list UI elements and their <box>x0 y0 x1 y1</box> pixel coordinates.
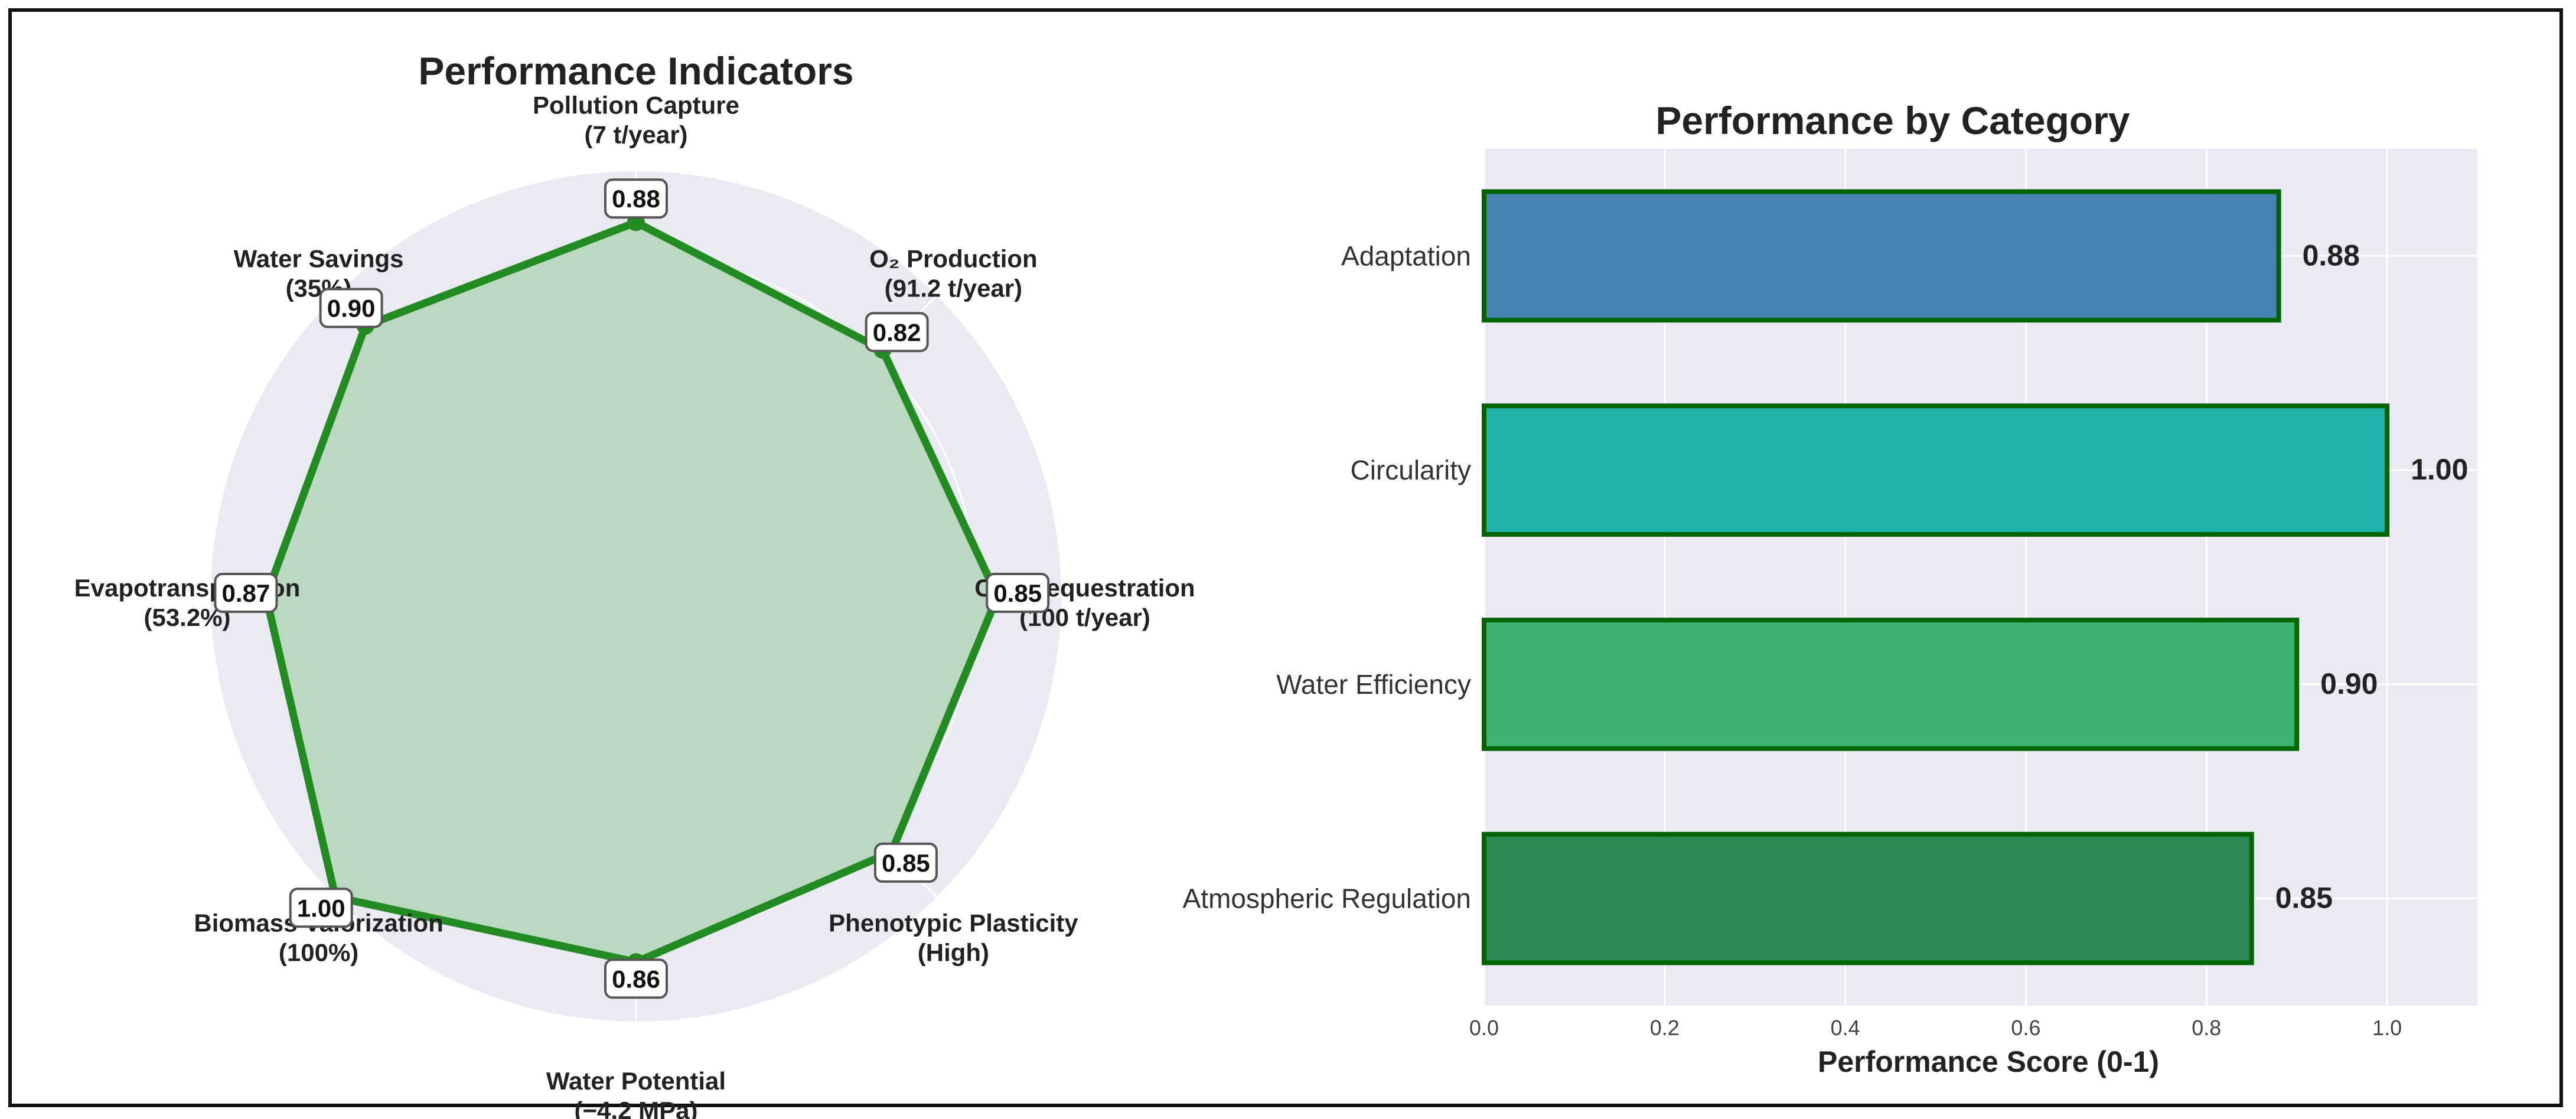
radar-axis-detail: (100%) <box>279 938 358 966</box>
bar-x-tick-label: 0.2 <box>1650 1016 1680 1040</box>
bar-3 <box>1482 618 2300 751</box>
bar-value-label: 0.85 <box>2275 882 2333 915</box>
radar-axis-name: Water Potential <box>546 1067 726 1095</box>
radar-value-badge-6: 1.00 <box>289 888 353 928</box>
radar-value-label: 0.87 <box>222 579 270 607</box>
bar-x-tick-label: 0.4 <box>1831 1016 1860 1040</box>
radar-value-label: 0.90 <box>327 295 376 322</box>
radar-axis-detail: (−4.2 MPa) <box>575 1097 698 1119</box>
bar-4 <box>1482 831 2254 965</box>
radar-value-label: 0.85 <box>993 579 1042 607</box>
radar-value-badge-box <box>319 288 383 328</box>
radar-axis-name: Phenotypic Plasticity <box>829 909 1078 937</box>
radar-value-badge-1: 0.88 <box>604 178 668 219</box>
radar-axis-detail: (High) <box>918 938 989 966</box>
bar-x-tick-labels: 0.0 0.2 0.4 0.6 0.8 1.0 <box>1469 1016 2402 1040</box>
radar-chart: Pollution Capture(7 t/year) O₂ Production… <box>74 49 1195 1119</box>
bar-category-label: Circularity <box>1351 455 1471 485</box>
bar-category-label: Adaptation <box>1341 240 1471 271</box>
radar-axis-label-5: Water Potential(−4.2 MPa) <box>546 1067 726 1119</box>
bar-category-label: Water Efficiency <box>1276 669 1471 700</box>
radar-value-label: 0.85 <box>882 849 930 877</box>
bar-value-label: 0.88 <box>2303 239 2360 272</box>
radar-axis-label-2: O₂ Production(91.2 t/year) <box>869 245 1038 302</box>
radar-value-badge-box <box>873 842 938 883</box>
radar-value-badge-7: 0.87 <box>214 573 278 613</box>
radar-value-badge-box <box>289 888 353 928</box>
bar-value-label: 1.00 <box>2411 453 2468 486</box>
radar-value-badge-box <box>604 958 668 999</box>
bar-series <box>1482 189 2390 965</box>
radar-value-badge-4: 0.85 <box>873 842 938 883</box>
radar-axis-detail: (7 t/year) <box>584 121 687 149</box>
bar-1 <box>1482 189 2281 323</box>
radar-value-badge-5: 0.86 <box>604 958 668 999</box>
radar-axis-label-1: Pollution Capture(7 t/year) <box>533 92 739 149</box>
bar-x-tick-label: 1.0 <box>2372 1016 2402 1040</box>
radar-value-badge-box <box>986 573 1050 613</box>
bar-category-label: Atmospheric Regulation <box>1183 883 1471 914</box>
bar-x-tick-label: 0.8 <box>2192 1016 2221 1040</box>
radar-axis-name: Water Savings <box>234 245 404 273</box>
bar-value-label: 0.90 <box>2320 667 2378 700</box>
radar-value-badge-3: 0.85 <box>986 573 1050 613</box>
bar-value-labels: 0.88 1.00 0.90 0.85 <box>2275 239 2469 914</box>
bar-x-axis-label: Performance Score (0-1) <box>1818 1045 2159 1078</box>
radar-axis-label-4: Phenotypic Plasticity(High) <box>829 909 1078 966</box>
radar-value-label: 0.88 <box>612 185 660 213</box>
bar-title: Performance by Category <box>1655 99 2130 142</box>
radar-value-badge-box <box>604 178 668 219</box>
radar-value-badge-8: 0.90 <box>319 288 383 328</box>
radar-value-badge-box <box>865 312 929 353</box>
radar-title: Performance Indicators <box>418 49 853 93</box>
bar-x-tick-label: 0.6 <box>2011 1016 2040 1040</box>
radar-value-label: 1.00 <box>297 894 345 922</box>
radar-axis-name: Pollution Capture <box>533 92 739 119</box>
bar-2 <box>1482 403 2390 537</box>
radar-value-badge-2: 0.82 <box>865 312 929 353</box>
radar-axis-detail: (91.2 t/year) <box>885 275 1022 302</box>
radar-value-label: 0.86 <box>612 965 660 993</box>
radar-value-label: 0.82 <box>873 318 921 346</box>
radar-value-badge-box <box>214 573 278 613</box>
bar-x-tick-label: 0.0 <box>1469 1016 1499 1040</box>
radar-value-badges: 0.88 0.82 0.85 0.85 0.86 1.00 0.87 0.90 <box>214 178 1050 999</box>
radar-axis-name: O₂ Production <box>869 245 1038 273</box>
